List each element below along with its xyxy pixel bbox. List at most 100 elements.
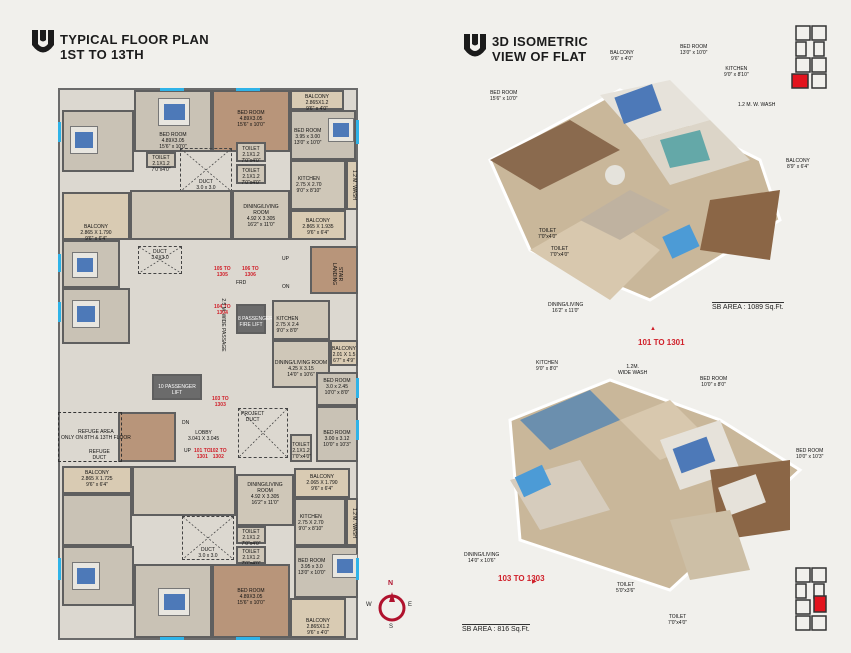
label-toilet-t1: TOILET 2.1X1.2 7'0"x4'0" [151,155,171,173]
room-bed-top-left: BED ROOM 4.89X3.05 15'6" x 10'0" [134,90,212,152]
label-kitchen-mid: KITCHEN 2.75 X 2.4 9'0" x 8'0" [276,316,299,334]
isometric-view-flat-103 [508,378,803,592]
room-kitchen-mid: KITCHEN 2.75 X 2.4 9'0" x 8'0" [272,300,330,340]
iso-top-kitchen: KITCHEN 9'0" x 8'10" [724,66,749,78]
room-stair-top: STAIR LANDING [310,246,358,294]
window [356,378,359,398]
iso-bot-flat-no: 103 TO 1303 [498,574,545,583]
brand-logo-icon [32,30,54,53]
key-plan-top [791,25,827,89]
label-duct-bot: DUCT 3.0 x 3.0 [198,547,218,559]
duct-bot: DUCT 3.0 x 3.0 [182,516,234,560]
window [58,122,61,142]
room-wash-bot: 1.2 M. WASH [346,498,358,546]
bed-furniture [70,126,98,154]
label-dining-top: DINING/LIVING ROOM 4.92 X 3.305 16'2" x … [243,204,279,228]
label-frd: FRD [236,280,247,286]
label-up-bot: UP [184,448,191,454]
window [160,88,184,91]
iso-title-line1: 3D ISOMETRIC [492,34,589,49]
label-refuge: REFUGE AREA ONLY ON 8TH & 13TH FLOOR [61,429,131,441]
label-bed-top-mid: BED ROOM 4.89X3.05 15'6" x 10'0" [237,110,265,128]
room-bed-top-mid: BED ROOM 4.89X3.05 15'6" x 10'0" [212,90,290,152]
bed-furniture [158,588,190,616]
label-flat-1302: 102 TO 1302 [210,448,227,460]
iso-top-bed-room-top: BED ROOM 13'0" x 10'0" [680,44,708,56]
window [58,302,61,322]
label-lift-10: 10 PASSENGER LIFT [158,384,196,396]
room-wash-top: 1.2 M. WASH [346,160,358,210]
label-up-top: UP [282,256,289,262]
bed-furniture [158,98,190,126]
label-kitchen-top: KITCHEN 2.75 X 2.70 9'0" x 8'10" [296,176,322,194]
floor-plan-title-line1: TYPICAL FLOOR PLAN [60,32,209,47]
iso-bot-bed-room-top: BED ROOM 10'0" x 8'0" [700,376,728,388]
room-toilet-mid: TOILET 2.1X1.2 7'0"x4'0" [290,434,312,462]
window [160,637,184,640]
compass-n: N [388,580,394,587]
window [356,558,359,580]
iso-title-line2: VIEW OF FLAT [492,49,587,64]
room-toilet-b2: TOILET 2.1X1.2 7'0"x4'0" [236,546,266,567]
window [236,637,260,640]
marker-arrow-icon: ▶ [532,579,537,585]
floor-plan-title-line2: 1ST TO 13TH [60,47,144,62]
label-toilet-mid: TOILET 2.1X1.2 7'0"x4'0" [292,442,312,460]
room-dining-top: DINING/LIVING ROOM 4.92 X 3.305 16'2" x … [232,190,290,240]
room-bed-left-2 [62,240,120,288]
refuge-area: REFUGE AREA ONLY ON 8TH & 13TH FLOOR REF… [58,412,131,462]
label-on-top: ON [282,284,290,290]
label-dining-bot: DINING/LIVING ROOM 4.92 X 3.305 16'2" x … [247,482,283,506]
bed-furniture [328,118,354,142]
iso-bot-kitchen: KITCHEN 9'0" x 8'0" [536,360,558,372]
floor-plan-title: TYPICAL FLOOR PLAN 1ST TO 13TH [60,32,209,62]
compass-e: E [408,602,413,608]
label-balcony-left-bot: BALCONY 2.865 X 1.725 9'6" x 6'4" [81,470,113,488]
room-bed-left-3 [62,288,130,344]
room-balcony-bot: BALCONY 2.865X1.2 9'6" x 4'0" [290,598,346,638]
label-balcony-left-top: BALCONY 2.865 X 1.790 9'6" x 6'4" [80,224,112,242]
label-dining-mid: DINING/LIVING ROOM 4.25 X 3.15 14'0" x 1… [274,360,328,378]
brand-logo-icon [464,34,486,57]
label-passage: 2.5 M. WIDE PASSAGE [220,298,226,352]
room-balcony-top: BALCONY 2.865X1.2 9'6" x 4'0" [290,90,344,112]
label-stair-landing: STAIR LANDING [331,262,344,286]
room-balcony-left-top: BALCONY 2.865 X 1.790 9'6" x 6'4" [62,192,130,242]
iso-top-dining: DINING/LIVING 16'2" x 11'0" [548,302,584,314]
bed-furniture [72,252,98,278]
iso-top-bed-room-left: BED ROOM 15'6" x 10'0" [490,90,518,102]
room-bed-top-right: BED ROOM 3.95 x 3.00 13'0" x 10'0" [290,110,356,160]
iso-top-balcony-right: BALCONY 8'9" x 6'4" [786,158,810,170]
iso-bot-toilet2: TOILET 7'0"x4'0" [668,614,688,626]
room-toilet-b1: TOILET 2.1X1.2 7'0"x4'0" [236,526,266,547]
label-bed-bot-left: BED ROOM 4.89X3.05 15'6" x 10'0" [237,588,265,606]
bed-furniture [72,300,100,328]
label-bed-top-left: BED ROOM 4.89X3.05 15'6" x 10'0" [159,132,187,150]
room-balcony-left-bot: BALCONY 2.865 X 1.725 9'6" x 6'4" [62,466,132,494]
room-kitchen-top: KITCHEN 2.75 X 2.70 9'0" x 8'10" [290,160,346,210]
marker-arrow-icon: ▲ [650,326,656,332]
window [58,254,61,272]
iso-top-wash: 1.2 M. W. WASH [738,102,776,108]
room-balcony-right-bot: BALCONY 2.065 X 1.790 9'6" x 6'4" [294,468,350,498]
bed-furniture [72,562,100,590]
label-wash-top: 1.2 M. WASH [351,169,357,201]
compass-icon [378,592,406,622]
fire-lift: 8 PASSENGER FIRE LIFT [236,304,273,334]
label-lobby: LOBBY 3.041 X 3.045 [188,430,220,442]
iso-top-toilet1: TOILET 7'0"x4'0" [538,228,558,240]
duct-left: DUCT 3.0X3.0 [138,246,182,274]
room-dining-top-left [130,190,232,240]
label-duct-left: DUCT 3.0X3.0 [151,249,169,261]
compass-s: S [389,624,394,630]
room-kitchen-bot: KITCHEN 2.75 X 2.70 9'0" x 8'10" [294,498,346,546]
label-duct-top: DUCT 3.0 x 3.0 [196,179,216,191]
label-toilet-t2: TOILET 2.1X1.2 7'0"x4'0" [241,146,261,164]
label-project-duct: PROJECT DUCT [241,411,265,423]
iso-top-balcony: BALCONY 9'6" x 4'0" [610,50,634,62]
label-flat-1304: 104 TO 1304 [214,304,231,316]
label-toilet-b1: TOILET 2.1X1.2 7'0"x4'0" [241,529,261,547]
room-toilet-t3: TOILET 2.1X1.2 7'0"x4'0" [236,164,266,186]
iso-bot-dining: DINING/LIVING 14'0" x 10'6" [464,552,500,564]
room-bed-mid-right: BED ROOM 3.0 x 2.45 10'0" x 8'0" [316,372,358,406]
